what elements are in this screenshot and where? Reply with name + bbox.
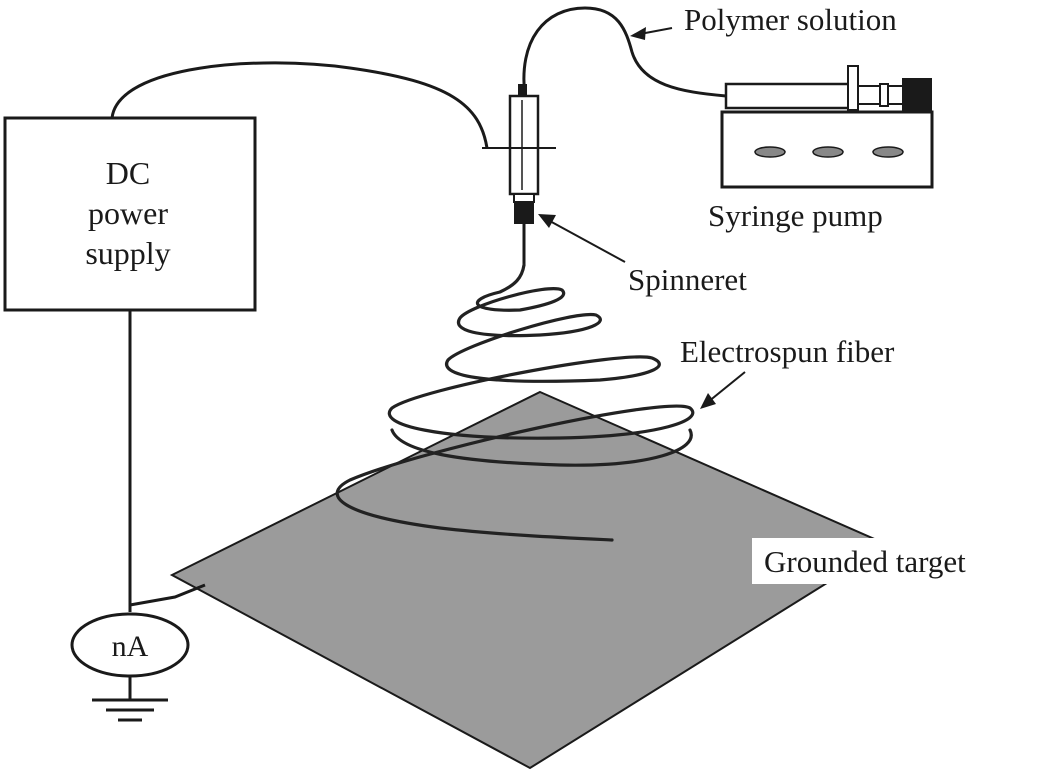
label-electrospun-fiber: Electrospun fiber <box>680 334 895 369</box>
label-polymer-solution: Polymer solution <box>684 2 897 37</box>
power-supply-label-line2: power <box>88 195 168 231</box>
arrow-polymer-solution-head <box>630 27 646 40</box>
label-spinneret: Spinneret <box>628 262 747 297</box>
wire-to-target <box>129 583 206 607</box>
arrow-spinneret-head <box>538 214 556 228</box>
power-supply-label-line3: supply <box>85 235 170 271</box>
arrow-fiber-line <box>707 371 746 403</box>
ground-symbol <box>92 698 168 722</box>
label-syringe-pump: Syringe pump <box>708 198 883 233</box>
ammeter-label: nA <box>112 630 149 663</box>
spinneret <box>482 84 556 265</box>
syringe-pump <box>720 65 934 189</box>
polymer-tube <box>522 6 727 98</box>
wire-supply-to-spinneret <box>110 61 489 149</box>
grounded-target-plate <box>169 390 891 770</box>
electrospun-fiber-lower-loop <box>390 428 693 467</box>
dc-power-supply-box <box>3 116 257 312</box>
ammeter-circle <box>70 612 190 678</box>
label-grounded-target-bg <box>752 538 1050 584</box>
arrow-spinneret-line <box>547 219 626 263</box>
arrow-fiber-head <box>700 393 716 409</box>
power-supply-label-line1: DC <box>106 155 150 191</box>
label-grounded-target: Grounded target <box>764 544 966 579</box>
electrospun-fiber <box>335 263 695 542</box>
